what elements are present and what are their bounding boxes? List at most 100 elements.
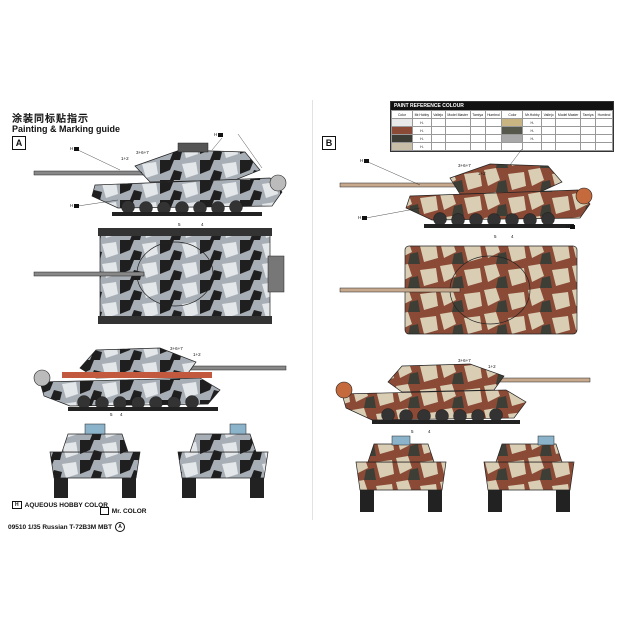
assembly-number: 1+2 — [193, 352, 201, 357]
turret — [449, 163, 563, 195]
track-right — [428, 490, 442, 512]
track-right — [556, 490, 570, 512]
assembly-number: 4 — [120, 412, 123, 417]
track — [112, 212, 262, 216]
assembly-number: 3+6+7 — [136, 150, 149, 155]
callout-code-box — [364, 158, 370, 163]
tank-a-rear-view — [177, 423, 269, 498]
gun-barrel-top — [339, 287, 461, 293]
callout-label: H — [566, 224, 570, 229]
panel-a-label: A — [12, 136, 26, 150]
color-swatch — [391, 142, 413, 151]
callout-label: H — [358, 215, 362, 220]
panel-b-label: B — [322, 136, 336, 150]
assembly-number: 3+6+7 — [458, 358, 471, 363]
paint-reference-grid: Color Mr.Hobby Vallejo Model Master Tami… — [391, 110, 614, 151]
assembly-number: 4 — [511, 234, 514, 239]
tank-a-top-view — [33, 228, 285, 324]
side-skirt-stripe — [62, 372, 212, 378]
title-english: Painting & Marking guide — [12, 124, 121, 134]
assembly-number: 5 — [110, 412, 113, 417]
assembly-number: 5 — [494, 234, 497, 239]
callout-code-box — [74, 203, 80, 208]
callout-label: H — [70, 146, 74, 151]
table-cell — [555, 142, 582, 151]
callout-code-box — [362, 215, 368, 220]
paint-callout: H — [566, 224, 576, 229]
paint-reference-table: PAINT REFERENCE COLOUR Color Mr.Hobby Va… — [390, 101, 614, 152]
sight-box — [229, 423, 247, 435]
title-chinese: 涂装同标贴指示 — [12, 114, 89, 125]
product-badge: A — [115, 522, 126, 532]
rear-drum — [335, 381, 353, 399]
table-row: H- — [391, 142, 614, 151]
tank-b-side-view-top — [339, 163, 593, 228]
track-left — [182, 478, 196, 498]
turret-rear — [189, 433, 257, 453]
legend-aqueous: H AQUEOUS HOBBY COLOR — [12, 501, 108, 509]
table-row: H- H- — [391, 118, 614, 127]
track-top-left — [98, 228, 272, 236]
hull-rear — [177, 451, 269, 479]
color-swatch — [501, 142, 524, 151]
turret-front — [61, 433, 129, 453]
sight-box — [84, 423, 106, 435]
paint-callout: H — [358, 215, 368, 220]
legend-text: AQUEOUS HOBBY COLOR — [24, 501, 108, 509]
hull — [91, 177, 283, 209]
legend-code — [100, 507, 109, 515]
legend-code: H — [12, 501, 22, 509]
tank-a-side-view-bottom — [33, 347, 287, 411]
tank-b-side-view-bottom — [335, 363, 591, 424]
legend-text: Mr. COLOR — [111, 507, 147, 515]
turret-rear — [495, 443, 563, 463]
commander-cupola — [177, 142, 209, 153]
assembly-number: 3+6+7 — [170, 346, 183, 351]
product-text: 09510 1/35 Russian T-72B3M MBT — [8, 523, 113, 531]
table-row: H- H- — [391, 126, 614, 135]
table-cell — [594, 142, 614, 151]
rear-drum — [575, 187, 593, 205]
rear-drum — [269, 174, 287, 192]
assembly-number: 5 — [411, 429, 414, 434]
road-wheels — [433, 212, 555, 227]
paint-reference-header-row: Color Mr.Hobby Vallejo Model Master Tami… — [391, 110, 614, 119]
callout-label: H — [70, 203, 74, 208]
product-line: 09510 1/35 Russian T-72B3M MBT A — [8, 522, 126, 532]
assembly-number: 4 — [201, 222, 204, 227]
assembly-number: 4 — [428, 429, 431, 434]
track-top-right — [98, 316, 272, 324]
track-left — [54, 478, 68, 498]
sight-box — [391, 435, 411, 446]
tank-b-rear-view — [483, 435, 575, 512]
track — [424, 224, 574, 228]
road-wheels — [77, 395, 199, 410]
paint-callout: H — [70, 146, 80, 151]
tank-b-front-view — [355, 435, 447, 512]
assembly-number: 1+2 — [121, 156, 129, 161]
table-row: H- H- — [391, 134, 614, 143]
road-wheels — [121, 200, 243, 215]
track-right — [122, 478, 136, 498]
sight-box — [537, 435, 555, 446]
legend-mr-color: Mr. COLOR — [100, 507, 146, 515]
paint-callout: H — [70, 203, 80, 208]
track-left — [488, 490, 502, 512]
track-right — [250, 478, 264, 498]
hull-front — [355, 461, 447, 491]
leader-lines — [77, 133, 523, 219]
assembly-number: 5 — [178, 222, 181, 227]
paint-reference-title: PAINT REFERENCE COLOUR — [391, 102, 613, 110]
assembly-number: 3+6+7 — [458, 163, 471, 168]
road-wheels — [381, 408, 503, 423]
paint-callout: H — [360, 158, 370, 163]
assembly-number: 1+2 — [478, 171, 486, 176]
gun-barrel — [33, 170, 145, 176]
hull — [405, 189, 591, 221]
track-left — [360, 490, 374, 512]
rear-drum-top — [267, 255, 285, 293]
hull-front — [49, 451, 141, 479]
turret — [134, 149, 261, 183]
turret — [387, 363, 505, 393]
paint-callout: H — [214, 132, 224, 137]
